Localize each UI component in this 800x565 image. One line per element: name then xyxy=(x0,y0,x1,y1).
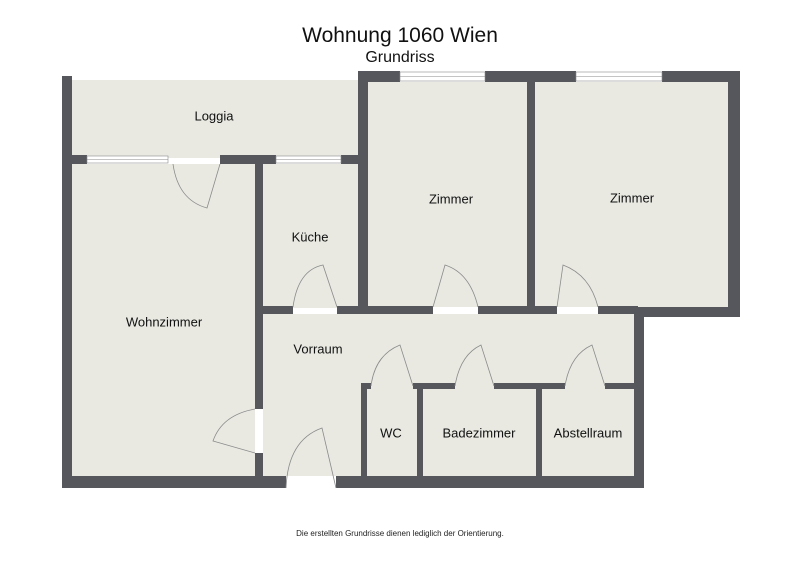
door-wc xyxy=(370,344,414,387)
room-label-wohnzimmer: Wohnzimmer xyxy=(125,314,203,330)
door-wohnzimmer xyxy=(212,408,256,454)
door-loggia xyxy=(172,163,221,209)
plan-title: Wohnung 1060 Wien xyxy=(302,24,498,47)
room-label-zimmer-2: Zimmer xyxy=(609,190,655,206)
floor-zimmer-2 xyxy=(535,82,728,307)
door-abstellraum xyxy=(564,344,606,387)
floor-wohnzimmer xyxy=(72,164,255,476)
walls xyxy=(62,71,740,488)
room-label-loggia: Loggia xyxy=(194,108,234,124)
room-label-kueche: Küche xyxy=(291,229,329,245)
door-zimmer-1 xyxy=(432,264,479,308)
door-zimmer-2 xyxy=(556,264,599,308)
floor-kueche xyxy=(263,164,358,308)
plan-subtitle: Grundriss xyxy=(365,49,435,66)
room-label-zimmer-1: Zimmer xyxy=(428,191,474,207)
door-entrance xyxy=(285,427,337,489)
door-badezimmer xyxy=(454,344,495,387)
floor-vorraum xyxy=(263,314,634,476)
doors xyxy=(172,163,606,489)
floor-zimmer-1 xyxy=(368,82,527,307)
floor-areas xyxy=(72,80,728,476)
floor-loggia xyxy=(72,80,361,158)
room-label-wc: WC xyxy=(380,425,402,441)
room-label-badezimmer: Badezimmer xyxy=(442,425,516,441)
disclaimer-text: Die erstellten Grundrisse dienen ledigli… xyxy=(296,529,504,538)
door-kueche xyxy=(292,264,338,308)
windows xyxy=(86,71,663,164)
room-label-vorraum: Vorraum xyxy=(293,341,343,357)
room-label-abstellraum: Abstellraum xyxy=(553,425,623,441)
